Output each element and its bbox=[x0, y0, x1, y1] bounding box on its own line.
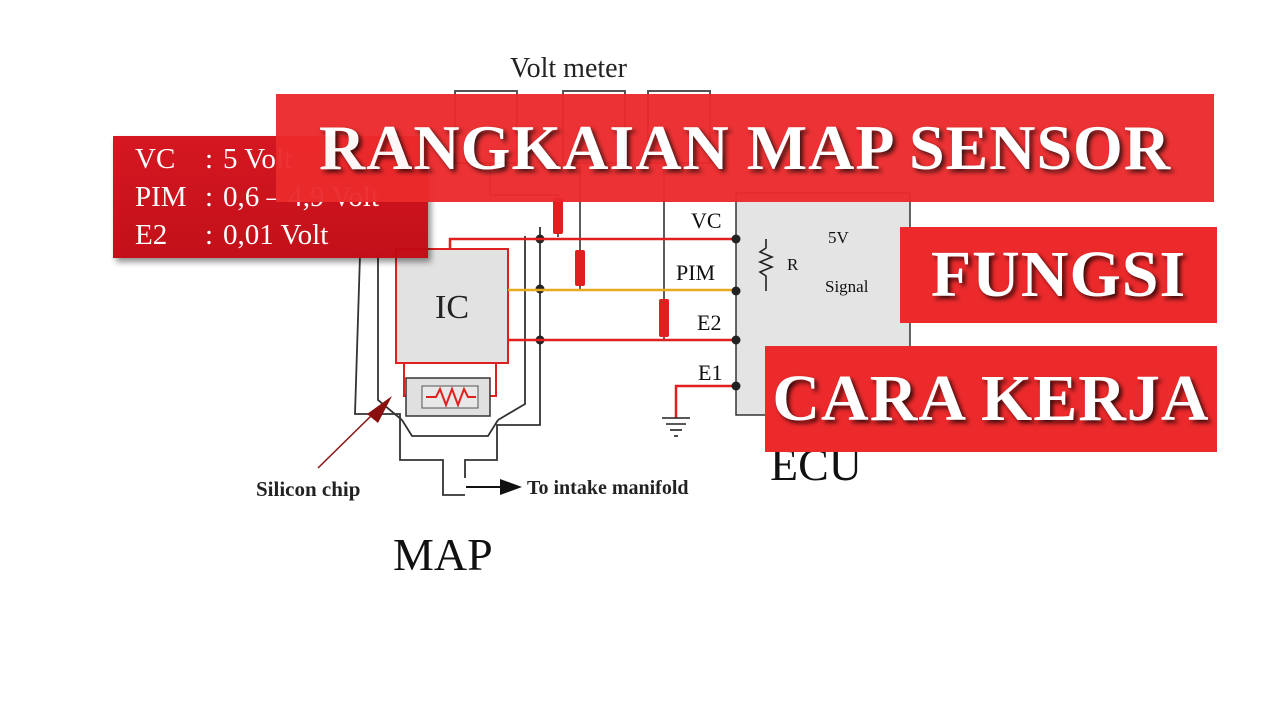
ecu-signal-label: Signal bbox=[825, 277, 869, 296]
voltage-row-e2: E2 : 0,01 Volt bbox=[135, 216, 428, 254]
vc-wire bbox=[448, 237, 796, 249]
pim-terminal: PIM bbox=[135, 181, 187, 213]
terminal-pim-label: PIM bbox=[676, 260, 715, 285]
vc-terminal: VC bbox=[135, 143, 176, 175]
vc-separator: : bbox=[205, 143, 214, 175]
terminal-e1-label: E1 bbox=[698, 360, 722, 385]
ic-block bbox=[395, 248, 509, 364]
e2-separator: : bbox=[205, 219, 214, 251]
ecu-5v-label: 5V bbox=[828, 228, 850, 247]
voltmeter-probe-resistors bbox=[553, 198, 669, 337]
fungsi-banner: FUNGSI bbox=[900, 227, 1217, 323]
ground-symbol bbox=[662, 417, 690, 437]
pim-separator: : bbox=[205, 181, 214, 213]
silicon-chip-pointer bbox=[317, 396, 392, 469]
map-sensor-housing bbox=[354, 227, 541, 496]
terminal-vc-label: VC bbox=[691, 208, 722, 233]
silicon-chip-label: Silicon chip bbox=[256, 477, 360, 501]
e1-wire bbox=[674, 384, 736, 418]
title-banner: RANGKAIAN MAP SENSOR bbox=[276, 94, 1214, 202]
intake-manifold-label: To intake manifold bbox=[527, 477, 689, 499]
resistor-label: R bbox=[787, 255, 799, 274]
e2-value: 0,01 Volt bbox=[223, 219, 329, 251]
ecu-terminal-dots bbox=[731, 234, 741, 391]
pullup-resistor bbox=[757, 239, 775, 291]
silicon-chip bbox=[403, 363, 497, 417]
intake-arrow bbox=[466, 479, 522, 495]
e2-terminal: E2 bbox=[135, 219, 168, 251]
voltmeter-label: Volt meter bbox=[510, 53, 628, 84]
ic-label: IC bbox=[435, 289, 469, 326]
cara-kerja-banner: CARA KERJA bbox=[765, 346, 1217, 452]
terminal-e2-label: E2 bbox=[697, 310, 721, 335]
map-label: MAP bbox=[393, 529, 493, 580]
